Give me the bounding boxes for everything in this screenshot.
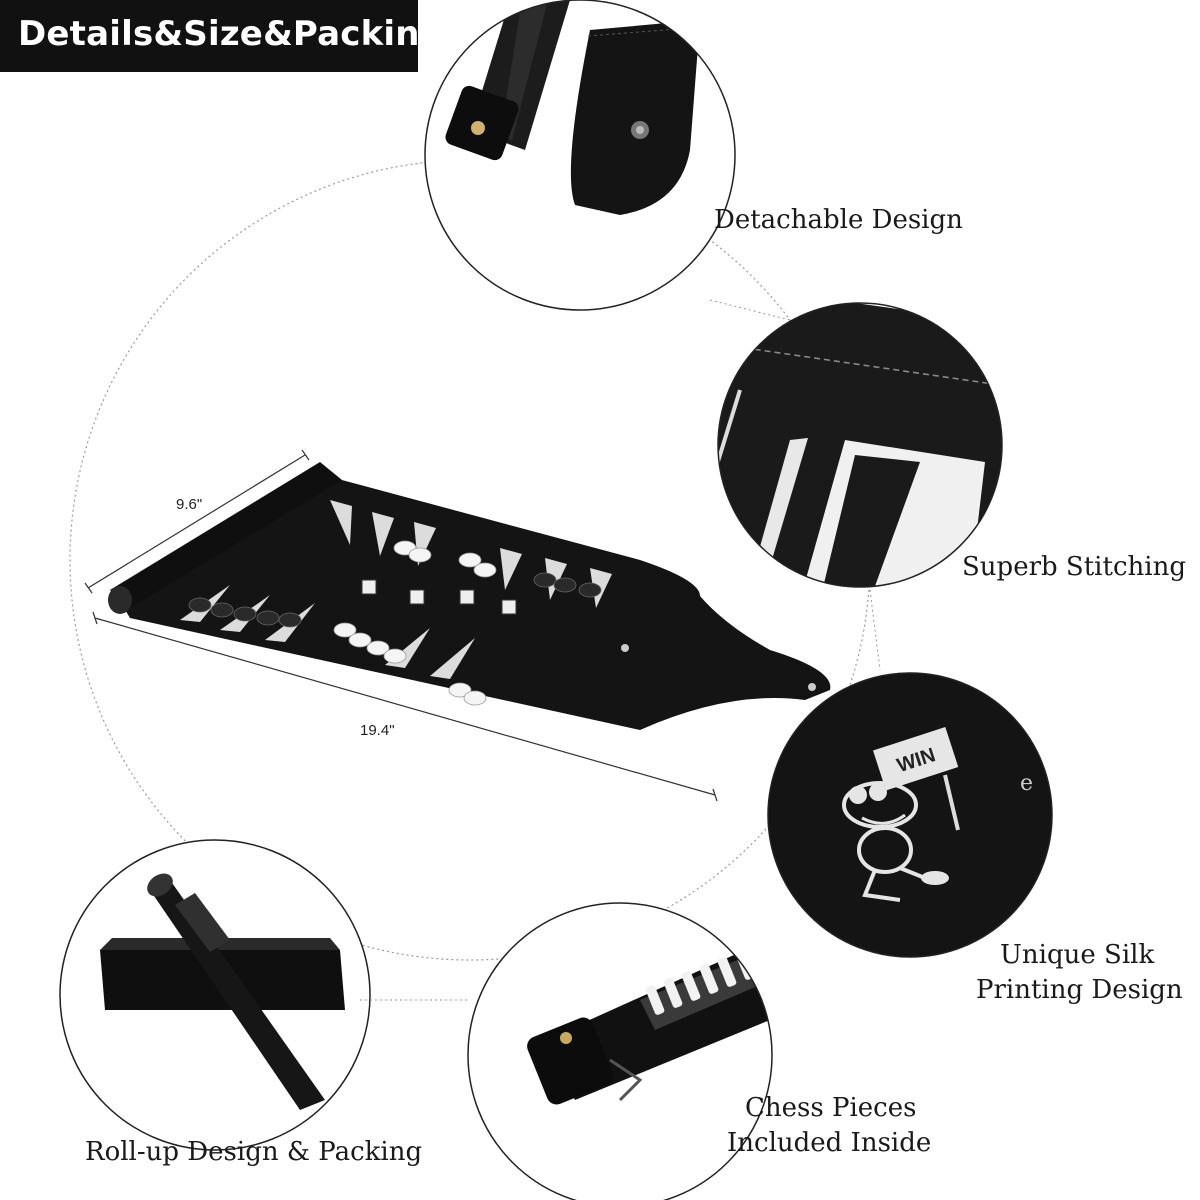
detachable-detail-circle [424,0,736,311]
pieces-caption-line1: Chess Pieces [745,1093,917,1123]
page-title: Details&Size&Packing [18,14,445,54]
pieces-detail-circle [467,902,773,1200]
silk-caption-line1: Unique Silk [1000,940,1155,970]
length-dimension-label: 19.4" [360,722,395,739]
header-banner: Details&Size&Packing [0,0,444,72]
stitching-detail-circle [717,302,1003,588]
pieces-caption-line2: Included Inside [727,1128,932,1158]
rollup-detail-circle [59,839,371,1151]
silk-caption-line2: Printing Design [976,975,1183,1005]
stitching-caption: Superb Stitching [962,552,1186,582]
detachable-caption: Detachable Design [714,205,963,235]
width-dimension-label: 9.6" [176,496,203,513]
dimension-lines [84,449,718,802]
win-sign: WIN [873,727,959,791]
svg-text:e: e [1020,771,1033,796]
connector-lines [360,299,881,1001]
backgammon-board [108,462,831,730]
rollup-caption: Roll-up Design & Packing [85,1137,423,1167]
silk-print-detail-circle: WIN e [767,672,1053,958]
